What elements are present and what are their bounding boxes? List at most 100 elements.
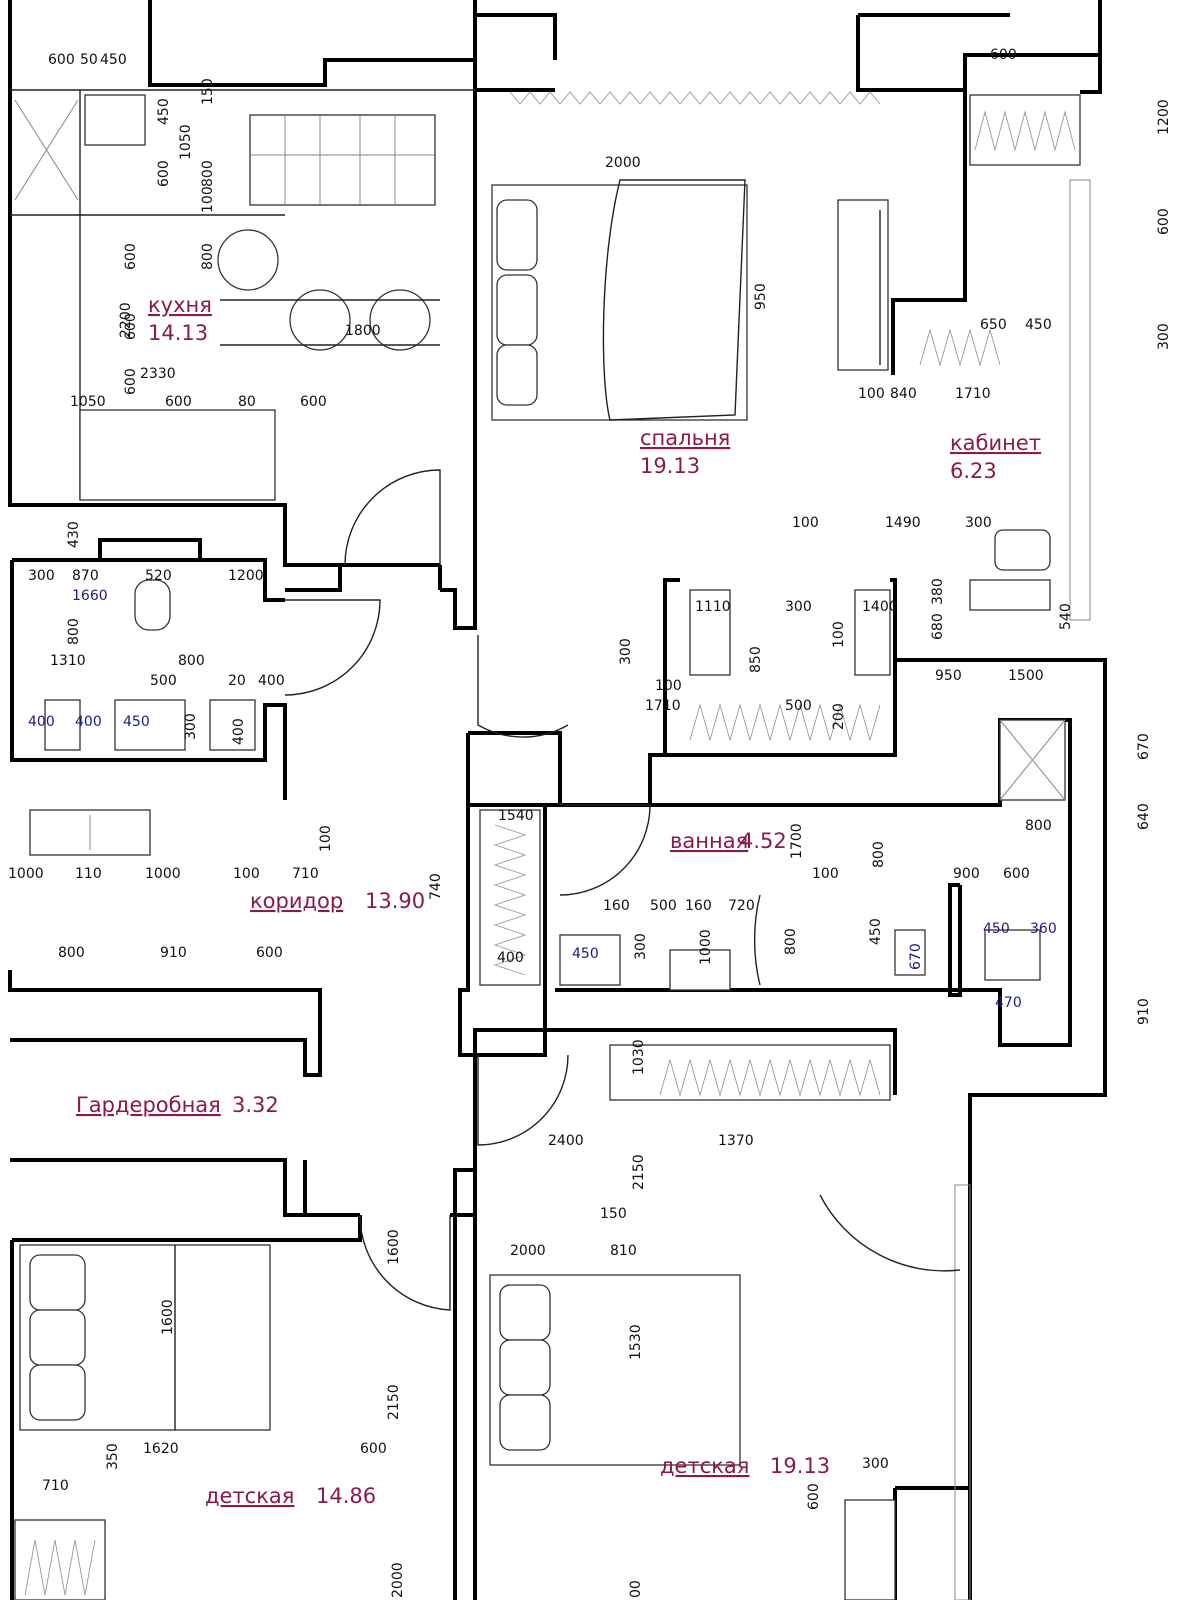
dimension-label: 360	[1030, 921, 1057, 937]
dimension-label: 800	[200, 243, 216, 270]
room-area: 14.13	[148, 321, 208, 345]
room-area: 13.90	[365, 889, 425, 913]
dimension-label: 910	[1136, 998, 1152, 1025]
dimension-label: 800	[200, 160, 216, 187]
dimension-label: 1050	[178, 124, 194, 160]
dimension-label: 100	[792, 515, 819, 531]
dimension-label: 450	[100, 52, 127, 68]
dimension-label: 300	[183, 713, 199, 740]
room-area: 3.32	[232, 1093, 279, 1117]
dimension-label: 650	[980, 317, 1007, 333]
dimension-label: 950	[753, 283, 769, 310]
dimension-label: 380	[930, 578, 946, 605]
dimension-label: 300	[785, 599, 812, 615]
dimension-label: 400	[497, 950, 524, 966]
dimension-label: 200	[831, 703, 847, 730]
dimension-label: 900	[953, 866, 980, 882]
dimension-label: 100	[655, 678, 682, 694]
dimension-label: 500	[785, 698, 812, 714]
dimension-label: 110	[75, 866, 102, 882]
dimension-label: 450	[1025, 317, 1052, 333]
dimension-label: 800	[58, 945, 85, 961]
dimension-label: 1110	[695, 599, 731, 615]
dimension-label: 1400	[862, 599, 898, 615]
dimension-label: 80	[238, 394, 256, 410]
dimension-label: 720	[728, 898, 755, 914]
room-area: 14.86	[316, 1484, 376, 1508]
dimension-label: 500	[650, 898, 677, 914]
dimension-label: 450	[123, 714, 150, 730]
dimension-label: 2150	[386, 1384, 402, 1420]
dimension-label: 1370	[718, 1133, 754, 1149]
dimension-label: 670	[908, 943, 924, 970]
dimension-label: 100	[812, 866, 839, 882]
dimension-label: 600	[123, 368, 139, 395]
room-name: спальня	[640, 426, 730, 450]
dimension-label: 800	[871, 841, 887, 868]
dimension-label: 100	[858, 386, 885, 402]
dimension-label: 400	[28, 714, 55, 730]
dimension-label: 450	[868, 918, 884, 945]
room-name: детская	[205, 1484, 294, 1508]
dimension-label: 600	[123, 313, 139, 340]
dimension-label: 680	[930, 613, 946, 640]
dimension-label: 600	[300, 394, 327, 410]
dimension-label: 300	[28, 568, 55, 584]
dimension-label: 870	[72, 568, 99, 584]
dimension-label: 160	[603, 898, 630, 914]
dimension-label: 400	[258, 673, 285, 689]
dimension-label: 840	[890, 386, 917, 402]
room-name: ванная	[670, 829, 748, 853]
dimension-label: 1710	[645, 698, 681, 714]
dimension-label: 470	[995, 995, 1022, 1011]
dimension-label: 400	[75, 714, 102, 730]
room-name: кабинет	[950, 431, 1041, 455]
dimension-label: 1200	[228, 568, 264, 584]
dimension-label: 800	[1025, 818, 1052, 834]
dimension-label: 350	[105, 1443, 121, 1470]
dimension-label: 1800	[345, 323, 381, 339]
dimension-label: 450	[572, 946, 599, 962]
room-labels: кухня14.13спальня19.13кабинет6.23ванная4…	[76, 293, 1041, 1508]
dimension-label: 500	[150, 673, 177, 689]
furniture	[14, 91, 1091, 1600]
room-area: 4.52	[740, 829, 787, 853]
dimension-label: 600	[165, 394, 192, 410]
dimension-label: 300	[862, 1456, 889, 1472]
dimension-label: 1600	[386, 1229, 402, 1265]
dimension-label: 600	[156, 160, 172, 187]
dimension-label: 710	[292, 866, 319, 882]
dimension-label: 150	[600, 1206, 627, 1222]
dimension-label: 600	[806, 1483, 822, 1510]
dimension-label: 600	[256, 945, 283, 961]
room-area: 19.13	[640, 454, 700, 478]
dimension-label: 1540	[498, 808, 534, 824]
dimension-label: 800	[178, 653, 205, 669]
room-name: коридор	[250, 889, 343, 913]
dimension-label: 1620	[143, 1441, 179, 1457]
dimension-label: 2000	[510, 1243, 546, 1259]
dimension-label: 670	[1136, 733, 1152, 760]
room-name: детская	[660, 1454, 749, 1478]
dimension-label: 2000	[605, 155, 641, 171]
dimension-label: 2330	[140, 366, 176, 382]
dimension-label: 300	[1156, 323, 1172, 350]
dimension-label: 1000	[698, 929, 714, 965]
dimension-label: 1000	[8, 866, 44, 882]
dimension-label: 600	[48, 52, 75, 68]
dimension-label: 1500	[1008, 668, 1044, 684]
dimension-label: 950	[935, 668, 962, 684]
dimension-label: 1660	[72, 588, 108, 604]
dimension-label: 450	[156, 98, 172, 125]
dimension-label: 400	[231, 718, 247, 745]
dimension-label: 300	[618, 638, 634, 665]
dimension-label: 600	[990, 47, 1017, 63]
room-name: кухня	[148, 293, 212, 317]
dimension-label: 100	[233, 866, 260, 882]
dimension-label: 640	[1136, 803, 1152, 830]
dimension-label: 1530	[628, 1324, 644, 1360]
dimension-label: 1490	[885, 515, 921, 531]
dimension-label: 810	[610, 1243, 637, 1259]
